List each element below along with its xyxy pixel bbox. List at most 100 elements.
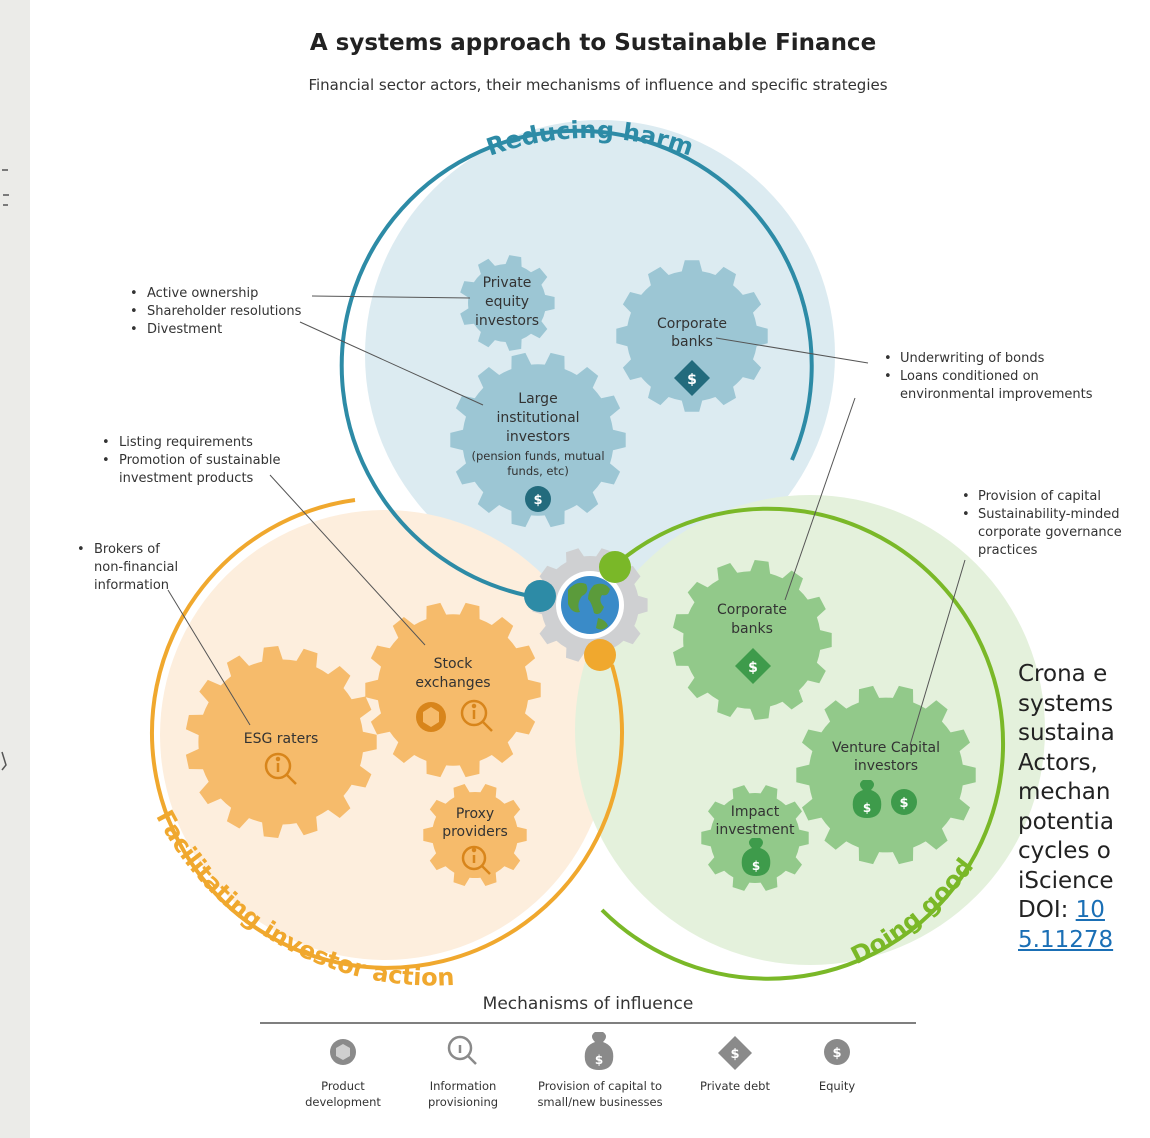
private-debt-icon: $: [674, 360, 710, 396]
note-line: Brokers of: [94, 542, 160, 557]
note-bullet: •: [102, 435, 110, 450]
gear-label-line: Corporate: [717, 602, 787, 618]
gear-corporate-banks-blue-shape: [616, 260, 768, 412]
note-bullet: •: [884, 351, 892, 366]
note-bullet: •: [884, 369, 892, 384]
note-bullet: •: [962, 507, 970, 522]
note-line: practices: [978, 543, 1038, 558]
capital-provision-icon: $: [741, 838, 771, 876]
note-line: Underwriting of bonds: [900, 351, 1045, 366]
note-line: Listing requirements: [119, 435, 253, 450]
doing-good-ring: [600, 506, 1005, 981]
gear-corporate-banks-green: Corporate banks: [717, 602, 787, 637]
svg-text:$: $: [595, 1053, 603, 1067]
citation-line: cycles o: [1018, 838, 1111, 864]
doi-link-continued[interactable]: 5.11278: [1018, 926, 1114, 953]
citation-line: sustaina: [1018, 720, 1115, 746]
private-debt-icon: $: [735, 648, 771, 684]
private-debt-icon: $: [718, 1036, 752, 1070]
equity-icon: $: [824, 1039, 850, 1065]
green-connector-dot: [599, 551, 631, 583]
diagram-subtitle: Financial sector actors, their mechanism…: [308, 76, 887, 94]
citation-line: mechan: [1018, 779, 1111, 805]
legend-label-line: Provision of capital to: [538, 1079, 662, 1093]
note-exchange-strategies: • Listing requirements • Promotion of su…: [102, 435, 280, 486]
legend-label-line: Information: [430, 1079, 497, 1093]
equity-icon: $: [525, 486, 551, 512]
note-line: Divestment: [147, 322, 222, 337]
svg-text:$: $: [832, 1046, 841, 1061]
note-broker-strategies: • Brokers of non-financial information: [77, 542, 178, 593]
note-capital-strategies: • Provision of capital • Sustainability-…: [962, 489, 1122, 558]
gear-label-line: Corporate: [657, 316, 727, 332]
citation-line: iScience: [1018, 867, 1114, 894]
note-bank-strategies: • Underwriting of bonds • Loans conditio…: [884, 351, 1093, 402]
gear-esg-raters-shape: [185, 646, 377, 838]
gear-label-line: (pension funds, mutual: [471, 449, 604, 463]
note-bullet: •: [77, 542, 85, 557]
note-bullet: •: [102, 453, 110, 468]
gear-label-line: investors: [506, 429, 570, 445]
note-bullet: •: [962, 489, 970, 504]
gear-label-line: investment: [715, 822, 795, 838]
legend-label-line: Equity: [819, 1079, 856, 1093]
gear-label-line: institutional: [496, 410, 579, 426]
svg-text:$: $: [748, 660, 758, 676]
doi-label: DOI:: [1018, 897, 1076, 923]
note-bullet: •: [130, 304, 138, 319]
gear-esg-raters: ESG raters: [244, 731, 319, 747]
doi-link[interactable]: 10: [1075, 897, 1105, 923]
svg-text:$: $: [687, 372, 697, 388]
information-provisioning-icon: [460, 699, 493, 732]
information-provisioning-icon: [461, 845, 491, 875]
gear-stock-exchanges: Stock exchanges: [415, 656, 490, 691]
gear-label-line: Proxy: [456, 806, 494, 822]
svg-text:$: $: [533, 493, 542, 508]
gear-venture-capital: Venture Capital investors: [832, 740, 940, 774]
note-bullet: •: [130, 322, 138, 337]
svg-text:$: $: [730, 1047, 739, 1062]
gear-label-line: banks: [731, 621, 773, 637]
note-line: Loans conditioned on: [900, 369, 1039, 384]
gear-venture-capital-shape: [796, 685, 976, 865]
citation-line: potentia: [1018, 808, 1114, 835]
blue-connector-dot: [524, 580, 556, 612]
note-bullet: •: [130, 286, 138, 301]
information-provisioning-icon: [264, 752, 297, 785]
note-line: Shareholder resolutions: [147, 304, 302, 319]
note-line: investment products: [119, 471, 254, 486]
gear-label-line: investors: [854, 758, 918, 774]
legend-item-equity: $ Equity: [819, 1039, 856, 1093]
gear-private-equity-shape: [460, 255, 555, 351]
leader-lines: [167, 295, 966, 746]
diagram-title: A systems approach to Sustainable Financ…: [310, 30, 876, 56]
legend-label-line: Private debt: [700, 1079, 770, 1093]
gear-proxy-providers: Proxy providers: [442, 806, 508, 840]
citation-line: systems: [1018, 690, 1114, 717]
legend-item-information-provisioning: Information provisioning: [428, 1035, 498, 1109]
equity-icon: $: [891, 789, 917, 815]
citation-doi-line: DOI: 10: [1018, 896, 1150, 926]
note-line: Active ownership: [147, 286, 258, 301]
gear-label-line: Stock: [434, 656, 474, 672]
legend-label-line: development: [305, 1095, 381, 1109]
legend-label-line: Product: [321, 1079, 365, 1093]
product-development-icon: [416, 702, 446, 732]
gear-label-line: investors: [475, 313, 539, 329]
gear-label-line: Large: [518, 391, 557, 407]
citation-text: Crona e systems sustaina Actors, mechan …: [1018, 660, 1150, 955]
gear-impact-investment: Impact investment: [715, 804, 795, 838]
note-line: Promotion of sustainable: [119, 453, 280, 468]
gear-label-line: exchanges: [415, 675, 490, 691]
citation-line: Actors,: [1018, 749, 1098, 776]
capital-provision-icon: $: [584, 1032, 614, 1070]
information-provisioning-icon: [447, 1035, 477, 1065]
gear-label-line: Private: [483, 275, 532, 291]
legend-item-private-debt: $ Private debt: [700, 1036, 770, 1093]
gear-corporate-banks-green-shape: [673, 560, 832, 720]
gear-corporate-banks-blue: Corporate banks: [657, 316, 727, 350]
citation-line: Crona e: [1018, 661, 1108, 687]
legend-title: Mechanisms of influence: [483, 994, 694, 1014]
svg-text:$: $: [863, 801, 871, 815]
